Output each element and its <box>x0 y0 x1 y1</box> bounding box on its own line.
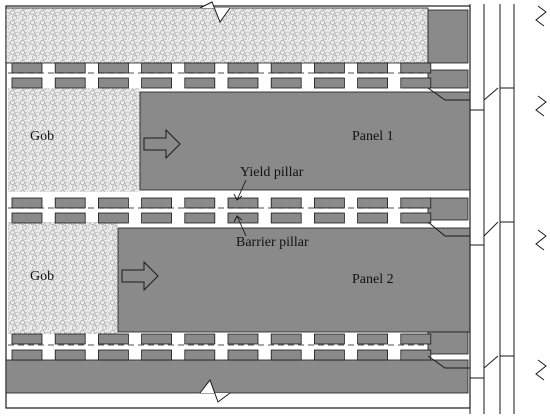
yield-pillar-label: Yield pillar <box>240 165 304 180</box>
chain-pillar <box>357 333 389 345</box>
chain-pillar <box>313 333 345 345</box>
chain-pillar <box>270 197 302 209</box>
chain-pillar <box>98 77 129 89</box>
chain-pillar <box>313 77 345 89</box>
chain-pillar <box>227 77 259 89</box>
chain-pillar <box>227 349 259 361</box>
chain-pillar <box>270 212 302 224</box>
panel-1-label: Panel 1 <box>352 129 394 144</box>
advance-arrow-panel-1 <box>143 128 181 160</box>
chain-pillar <box>227 333 259 345</box>
chain-pillar <box>313 197 345 209</box>
bottom-solid-strip <box>5 359 469 394</box>
chain-pillar <box>54 349 86 361</box>
chain-pillar <box>400 197 432 209</box>
chain-pillar <box>313 212 345 224</box>
gob-area-lower <box>8 222 118 334</box>
entry-connectors <box>427 87 514 379</box>
pillar-rows <box>11 62 432 361</box>
chain-pillar <box>270 62 302 74</box>
end-block-1 <box>427 69 469 89</box>
panel-2 <box>117 227 471 333</box>
chain-pillar <box>184 349 216 361</box>
chain-pillar <box>400 62 432 74</box>
chain-pillar <box>184 197 216 209</box>
chain-pillar <box>54 212 86 224</box>
chain-pillar <box>357 197 389 209</box>
chain-pillar <box>141 349 173 361</box>
chain-pillar <box>270 77 302 89</box>
chain-pillar <box>227 62 259 74</box>
main-entries <box>469 4 515 414</box>
break-mark-bottom <box>199 378 231 403</box>
chain-pillar <box>227 212 259 224</box>
chain-pillar <box>357 77 389 89</box>
break-marks-right <box>535 5 547 381</box>
chain-pillar <box>141 333 173 345</box>
chain-pillar <box>98 62 129 74</box>
chain-pillar <box>184 333 216 345</box>
top-solid-block <box>427 9 469 64</box>
chain-pillar <box>141 62 173 74</box>
leader-arrows <box>233 179 247 237</box>
chain-pillar <box>54 197 86 209</box>
chain-pillar <box>400 333 432 345</box>
chain-pillar <box>11 212 43 224</box>
chain-pillar <box>270 333 302 345</box>
chain-pillar <box>54 333 86 345</box>
chain-pillar <box>270 349 302 361</box>
chain-pillar <box>54 77 86 89</box>
chain-pillar <box>98 212 129 224</box>
chain-pillar <box>54 62 86 74</box>
chain-pillar <box>11 62 43 74</box>
chain-pillar <box>184 62 216 74</box>
chain-pillar <box>11 197 43 209</box>
panel-2-label: Panel 2 <box>352 272 394 287</box>
chain-pillar <box>400 349 432 361</box>
panel-1 <box>139 91 471 191</box>
barrier-pillar-label: Barrier pillar <box>236 235 309 250</box>
chain-pillar <box>357 62 389 74</box>
chain-pillar <box>357 212 389 224</box>
chain-pillar <box>227 197 259 209</box>
chain-pillar <box>141 212 173 224</box>
gob-label-lower: Gob <box>30 269 54 284</box>
chain-pillar <box>184 77 216 89</box>
chain-pillar <box>141 77 173 89</box>
chain-pillar <box>313 62 345 74</box>
chain-pillar <box>98 333 129 345</box>
advance-arrow-panel-2 <box>121 260 159 292</box>
gob-label-upper: Gob <box>30 129 54 144</box>
chain-pillar <box>98 349 129 361</box>
chain-pillar <box>357 349 389 361</box>
chain-pillar <box>11 77 43 89</box>
chain-pillar <box>98 197 129 209</box>
gob-top-strip <box>5 7 429 64</box>
break-mark-top <box>199 1 231 24</box>
chain-pillar <box>313 349 345 361</box>
chain-pillar <box>11 333 43 345</box>
end-block-3 <box>427 331 469 355</box>
gob-area-upper <box>8 88 140 192</box>
chain-pillar <box>11 349 43 361</box>
chain-pillar <box>184 212 216 224</box>
end-block-2 <box>427 197 469 221</box>
chain-pillar <box>141 197 173 209</box>
chain-pillar <box>400 77 432 89</box>
chain-pillar <box>400 212 432 224</box>
